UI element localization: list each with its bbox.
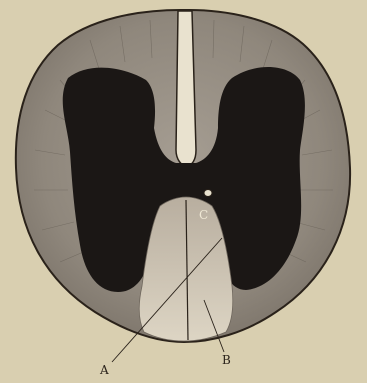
posterior-median-fissure (176, 11, 196, 166)
label-c: C (199, 208, 208, 222)
label-b: B (222, 353, 231, 367)
label-a: A (99, 363, 109, 377)
central-canal (204, 190, 212, 197)
